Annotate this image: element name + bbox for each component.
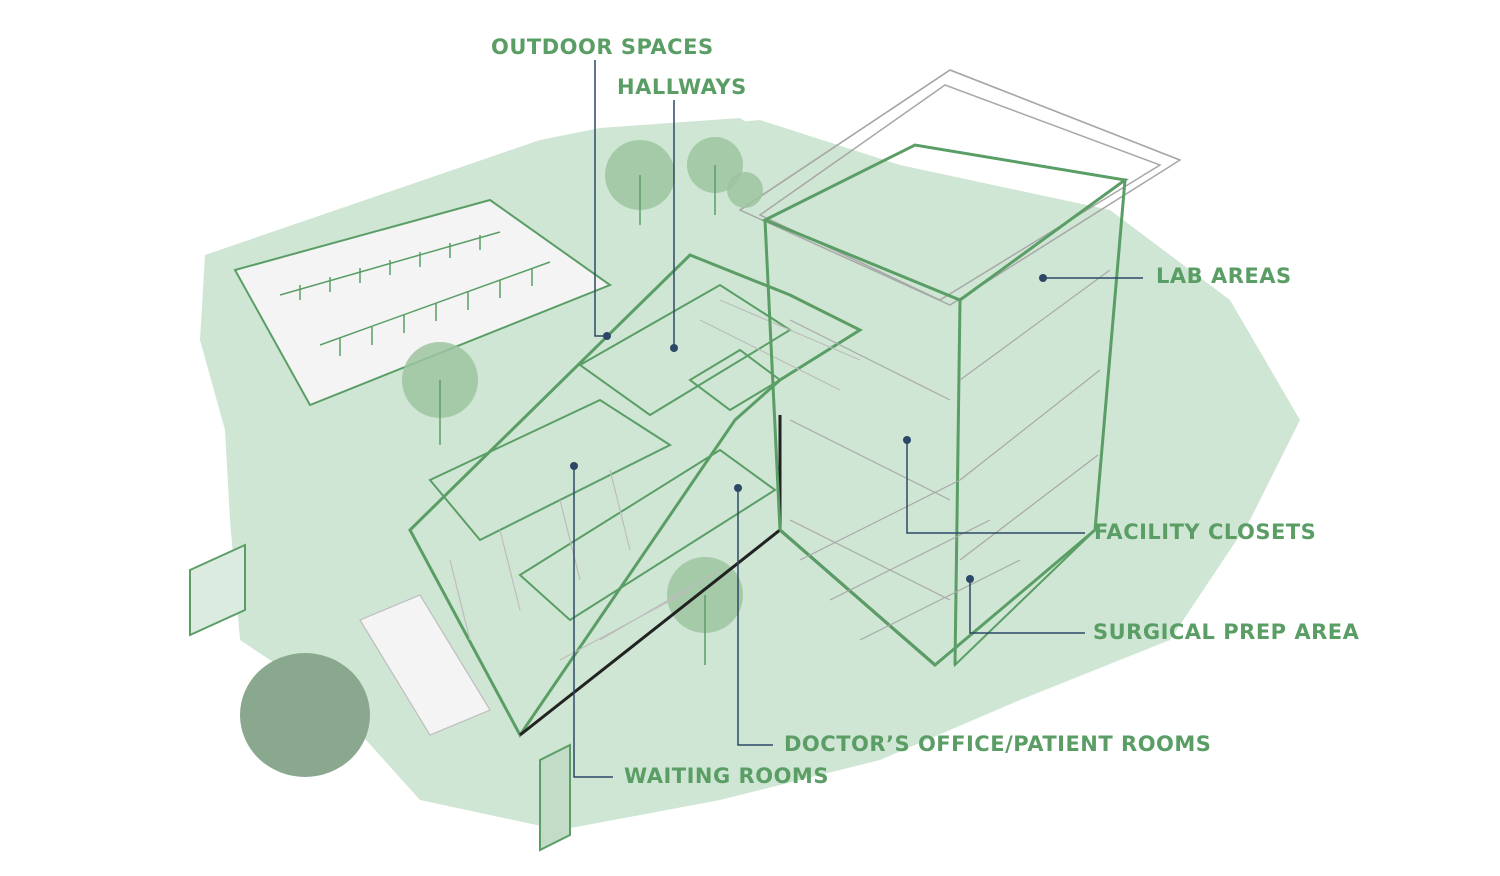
label-hallways: HALLWAYS xyxy=(617,75,747,99)
label-waiting-rooms: WAITING ROOMS xyxy=(624,764,829,788)
label-outdoor-spaces: OUTDOOR SPACES xyxy=(491,35,714,59)
tower xyxy=(761,143,1129,668)
label-doctors-office-patient-rooms: DOCTOR’S OFFICE/PATIENT ROOMS xyxy=(784,732,1212,756)
doctors-office-marker xyxy=(734,484,742,492)
hallways-marker xyxy=(670,344,678,352)
parking-lot xyxy=(233,198,613,407)
trees xyxy=(402,137,763,665)
label-lab-areas: LAB AREAS xyxy=(1156,264,1292,288)
label-facility-closets: FACILITY CLOSETS xyxy=(1094,520,1317,544)
interior-lines xyxy=(449,299,861,661)
label-surgical-prep-area: SURGICAL PREP AREA xyxy=(1093,620,1360,644)
entry-signs xyxy=(189,543,571,852)
leader-dots xyxy=(570,274,1047,583)
lab-areas-marker xyxy=(1039,274,1047,282)
waiting-rooms-marker xyxy=(570,462,578,470)
facility-closets-marker xyxy=(903,436,911,444)
outdoor-spaces-marker xyxy=(603,332,611,340)
surgical-prep-marker xyxy=(966,575,974,583)
roof-outline xyxy=(738,69,1182,306)
